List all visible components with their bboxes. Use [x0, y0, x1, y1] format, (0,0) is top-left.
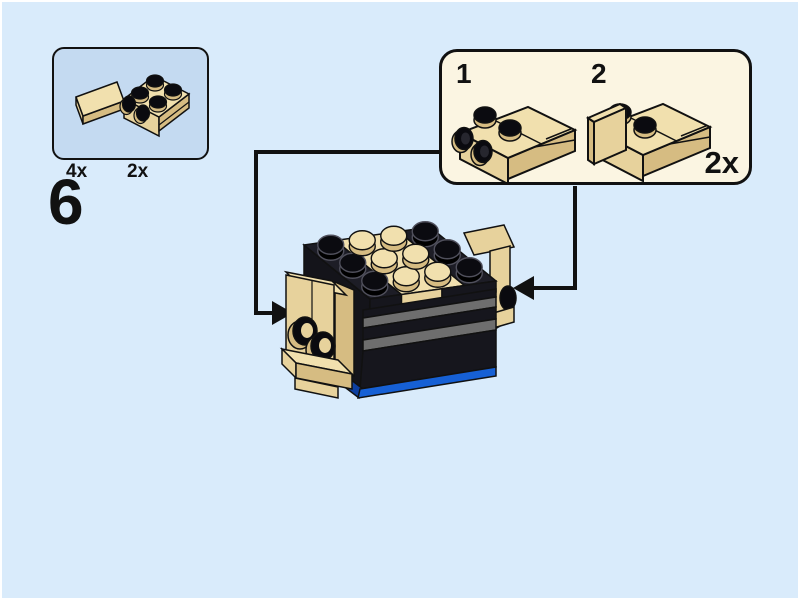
callout-multiplier-label: 2x — [704, 145, 739, 180]
arrowhead-left-icon — [513, 276, 534, 300]
substep-1-label: 1 — [456, 58, 472, 89]
left-connector — [254, 150, 439, 325]
tan-studs — [348, 225, 452, 293]
left-side-bracket-assembly — [279, 270, 355, 399]
substep-pieces-drawing — [451, 102, 713, 182]
substeps-callout-box: 1 2 2x — [439, 49, 752, 185]
parts-pieces-drawing — [75, 74, 191, 138]
main-model-drawing — [254, 150, 577, 400]
arrowhead-right-icon — [272, 301, 293, 325]
step-number: 6 — [48, 166, 84, 238]
parts-callout-box: 4x 2x — [52, 47, 209, 181]
black-studs — [317, 221, 483, 297]
substep2-piece — [585, 102, 713, 182]
tile-1x2-piece — [75, 81, 125, 126]
part-quantity-label: 2x — [127, 161, 149, 182]
bracket-piece — [119, 74, 191, 138]
substep-2-label: 2 — [591, 58, 607, 89]
right-connector — [513, 186, 577, 300]
part-quantity-label: 4x — [66, 161, 88, 182]
substep1-piece — [451, 105, 578, 182]
blue-base-front — [357, 366, 497, 399]
